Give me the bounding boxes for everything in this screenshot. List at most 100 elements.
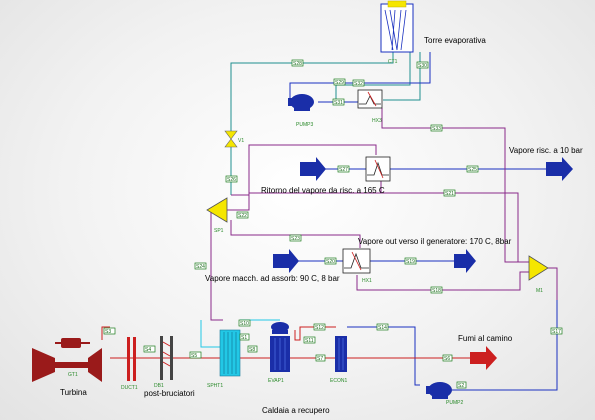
svg-text:S12: S12	[315, 325, 324, 331]
svg-text:S17: S17	[552, 329, 561, 335]
evap1-icon	[270, 322, 290, 372]
label-vapore-out: Vapore out verso il generatore: 170 C, 8…	[358, 237, 512, 246]
ct1-tag: CT1	[388, 59, 398, 65]
v1-tag: V1	[238, 138, 244, 144]
stream-tags: S28 S29 S30 S31 S32 S33 S26 S27 S25 S21 …	[103, 59, 563, 389]
hx3-icon	[357, 89, 383, 109]
svg-text:S10: S10	[240, 321, 249, 327]
mixer-m1-icon	[528, 255, 549, 281]
stream-s7: S7	[315, 354, 326, 362]
sph1-icon	[219, 329, 241, 377]
sph1-tag: SPHT1	[207, 383, 223, 389]
stream-s6: S6	[442, 354, 453, 362]
hx2-icon	[365, 156, 391, 182]
svg-text:S31: S31	[334, 100, 343, 106]
svg-text:S5: S5	[191, 353, 197, 359]
arrow-in-hx2-icon	[300, 157, 326, 181]
svg-text:S8: S8	[249, 347, 255, 353]
stream-s14: S14	[376, 323, 389, 331]
cooling-water-lines	[230, 52, 421, 195]
stream-s23: S23	[289, 234, 302, 242]
stream-s31: S31	[332, 98, 345, 106]
stream-s17: S17	[550, 327, 563, 335]
svg-text:S27: S27	[339, 167, 348, 173]
hx1-icon	[342, 248, 371, 274]
svg-text:S32: S32	[354, 81, 363, 87]
cooling-tower-label: Torre evaporativa	[424, 36, 486, 45]
duct1-tag: DUCT1	[121, 385, 138, 391]
arrow-out-hx2-icon	[546, 157, 573, 181]
svg-text:S4: S4	[145, 347, 151, 353]
pump2-icon	[426, 382, 452, 399]
svg-text:S3: S3	[105, 329, 111, 335]
stream-s20: S20	[324, 257, 337, 265]
svg-text:S21: S21	[445, 191, 454, 197]
arrow-out-hx1-icon	[454, 249, 476, 273]
svg-text:S33: S33	[432, 126, 441, 132]
stream-s25: S25	[466, 165, 479, 173]
svg-text:S11: S11	[305, 338, 314, 344]
stream-s2: S2	[456, 381, 467, 389]
svg-text:S6: S6	[444, 356, 450, 362]
label-turbina: Turbina	[60, 388, 87, 397]
svg-text:S30: S30	[418, 63, 427, 69]
svg-text:S25: S25	[468, 167, 477, 173]
svg-text:S7: S7	[317, 356, 323, 362]
svg-text:S29: S29	[335, 80, 344, 86]
econ1-icon	[335, 336, 347, 372]
stream-s28: S28	[291, 59, 304, 67]
label-post-bruciatori: post-bruciatori	[144, 389, 195, 398]
stream-s27: S27	[337, 165, 350, 173]
stream-s3: S3	[103, 327, 116, 335]
m1-tag: M1	[536, 288, 543, 294]
splitter-sp1-icon	[206, 197, 228, 223]
label-vapore-macch: Vapore macch. ad assorb: 90 C, 8 bar	[205, 274, 340, 283]
label-ritorno: Ritorno del vapore da risc. a 165 C	[261, 186, 385, 195]
gt1-tag: GT1	[68, 372, 78, 378]
pump3-icon	[288, 94, 314, 111]
pump2-tag: PUMP2	[446, 400, 463, 406]
gas-turbine-icon	[32, 338, 102, 382]
svg-text:S26: S26	[227, 177, 236, 183]
stream-s22: S22	[236, 211, 249, 219]
stream-s5: S5	[189, 351, 202, 359]
svg-text:S24: S24	[196, 264, 205, 270]
stream-s10: S10	[238, 319, 251, 327]
arrow-in-hx1-icon	[273, 249, 299, 273]
hx1-tag: HX1	[362, 278, 372, 284]
stream-s8: S8	[247, 345, 258, 353]
arrow-fumi-icon	[470, 346, 497, 370]
steam-lines	[210, 108, 558, 321]
steam-arrows	[273, 157, 573, 370]
stream-s30: S30	[416, 61, 429, 69]
label-vapore-risc: Vapore risc. a 10 bar	[509, 146, 583, 155]
svg-text:S14: S14	[378, 325, 387, 331]
stream-s1: S1	[239, 333, 250, 341]
svg-text:S23: S23	[291, 236, 300, 242]
stream-s26: S26	[225, 175, 238, 183]
blue-lines	[289, 52, 558, 391]
stream-s12: S12	[313, 323, 326, 331]
evap1-tag: EVAP1	[268, 378, 284, 384]
stream-s21: S21	[443, 189, 456, 197]
cooling-tower	[380, 0, 414, 53]
stream-s32: S32	[352, 79, 365, 87]
svg-text:S1: S1	[241, 335, 247, 341]
stream-s24: S24	[194, 262, 207, 270]
svg-text:S28: S28	[293, 61, 302, 67]
svg-text:S19: S19	[406, 259, 415, 265]
pump3-tag: PUMP3	[296, 122, 313, 128]
stream-s29: S29	[333, 78, 346, 86]
stream-s33: S33	[430, 124, 443, 132]
db1-icon	[160, 336, 173, 380]
svg-text:S18: S18	[432, 288, 441, 294]
label-fumi: Fumi al camino	[458, 334, 513, 343]
stream-s18: S18	[430, 286, 443, 294]
sp1-tag: SP1	[214, 228, 224, 234]
stream-s11: S11	[303, 336, 316, 344]
svg-text:S2: S2	[458, 383, 464, 389]
valve-v1-icon	[224, 130, 238, 148]
econ1-tag: ECON1	[330, 378, 347, 384]
